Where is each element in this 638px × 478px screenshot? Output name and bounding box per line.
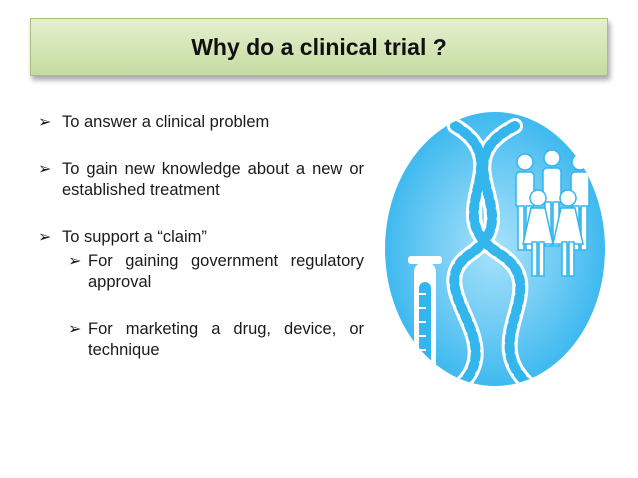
sub-bullet-text: For marketing a drug, device, or techniq… — [88, 320, 364, 359]
arrow-bullet-icon: ➢ — [68, 253, 82, 270]
title-bar: Why do a clinical trial ? — [30, 18, 608, 76]
dna-icon — [446, 118, 538, 386]
sub-bullet-item: ➢ For marketing a drug, device, or techn… — [68, 319, 364, 361]
bullet-item: ➢ To answer a clinical problem — [38, 112, 364, 133]
bullet-item: ➢ To support a “claim” — [38, 227, 364, 248]
slide-title: Why do a clinical trial ? — [191, 33, 447, 60]
arrow-bullet-icon: ➢ — [38, 114, 52, 131]
bullet-item: ➢ To gain new knowledge about a new or e… — [38, 159, 364, 201]
bullet-text: To gain new knowledge about a new or est… — [62, 160, 364, 199]
sub-bullet-item: ➢ For gaining government regulatory appr… — [68, 251, 364, 293]
bullet-list: ➢ To answer a clinical problem ➢ To gain… — [38, 112, 364, 361]
arrow-bullet-icon: ➢ — [38, 161, 52, 178]
arrow-bullet-icon: ➢ — [68, 321, 82, 338]
sub-bullet-text: For gaining government regulatory approv… — [88, 252, 364, 291]
test-tube-icon — [408, 256, 442, 374]
arrow-bullet-icon: ➢ — [38, 229, 52, 246]
clinical-trial-illustration — [385, 112, 605, 386]
people-icon — [515, 149, 590, 277]
bullet-text: To support a “claim” — [62, 228, 207, 246]
bullet-text: To answer a clinical problem — [62, 113, 270, 131]
